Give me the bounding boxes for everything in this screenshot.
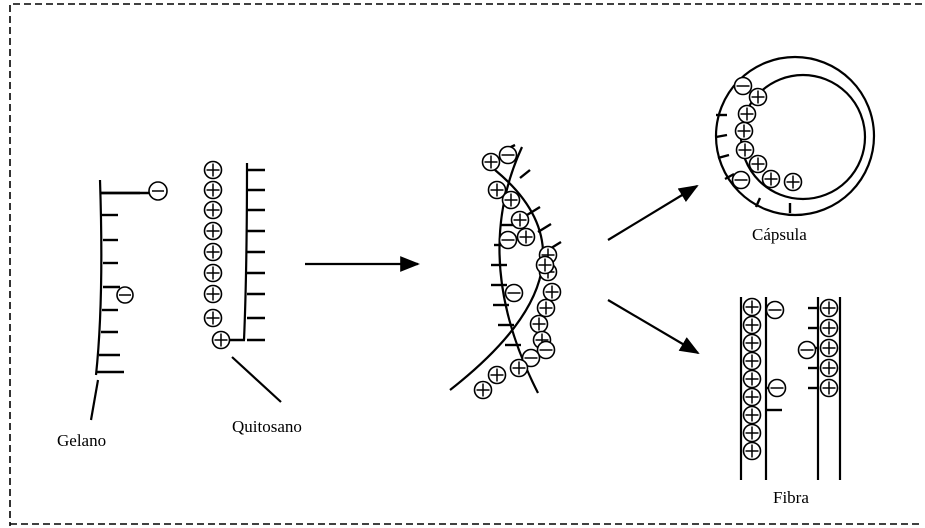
positive-charge xyxy=(821,360,838,377)
tick-mark xyxy=(716,135,727,137)
positive-charge xyxy=(483,154,500,171)
positive-charge xyxy=(503,192,520,209)
gelano-negative-charge xyxy=(117,287,133,303)
gelano-label: Gelano xyxy=(57,431,106,450)
positive-charge xyxy=(531,316,548,333)
positive-charge xyxy=(512,212,529,229)
positive-charge xyxy=(750,89,767,106)
arrow-to-capsula xyxy=(608,186,697,240)
positive-charge xyxy=(475,382,492,399)
arrow-to-fibra xyxy=(608,300,698,353)
negative-charge xyxy=(767,302,784,319)
capsula-structure xyxy=(716,57,874,215)
positive-charge xyxy=(205,265,222,282)
positive-charge xyxy=(205,162,222,179)
positive-charge xyxy=(205,182,222,199)
positive-charge xyxy=(821,340,838,357)
capsula-label: Cápsula xyxy=(752,225,807,244)
positive-charge xyxy=(785,174,802,191)
positive-charge xyxy=(744,353,761,370)
tick-mark xyxy=(718,155,729,158)
quitosano-chain xyxy=(205,162,266,349)
positive-charge xyxy=(821,320,838,337)
positive-charge xyxy=(205,202,222,219)
positive-charge xyxy=(213,332,230,349)
fibra-label: Fibra xyxy=(773,488,809,507)
positive-charge xyxy=(736,123,753,140)
positive-charge xyxy=(489,367,506,384)
positive-charge xyxy=(750,156,767,173)
quitosano-label: Quitosano xyxy=(232,417,302,436)
positive-charge xyxy=(744,335,761,352)
positive-charge xyxy=(205,244,222,261)
positive-charge xyxy=(737,142,754,159)
gelano-negative-charge xyxy=(149,182,167,200)
positive-charge xyxy=(744,371,761,388)
positive-charge xyxy=(744,299,761,316)
positive-charge xyxy=(205,223,222,240)
positive-charge xyxy=(544,284,561,301)
positive-charge xyxy=(205,286,222,303)
positive-charge xyxy=(744,317,761,334)
dashed-frame xyxy=(10,4,922,526)
tick-mark xyxy=(538,224,551,232)
positive-charge xyxy=(744,425,761,442)
quitosano-leader-line xyxy=(232,357,281,402)
gelano-leader-line xyxy=(91,380,98,420)
negative-charge xyxy=(735,78,752,95)
positive-charge xyxy=(744,407,761,424)
negative-charge xyxy=(733,172,750,189)
negative-charge xyxy=(799,342,816,359)
positive-charge xyxy=(537,257,554,274)
positive-charge xyxy=(744,443,761,460)
gelano-chain xyxy=(96,180,150,375)
positive-charge xyxy=(518,229,535,246)
negative-charge xyxy=(500,147,517,164)
positive-charge xyxy=(205,310,222,327)
positive-charge xyxy=(744,389,761,406)
negative-charge xyxy=(500,232,517,249)
positive-charge xyxy=(821,380,838,397)
positive-charge xyxy=(821,300,838,317)
negative-charge xyxy=(506,285,523,302)
negative-charge xyxy=(769,380,786,397)
positive-charge xyxy=(511,360,528,377)
polyelectrolyte-complex xyxy=(450,145,561,399)
positive-charge xyxy=(763,171,780,188)
positive-charge xyxy=(739,106,756,123)
positive-charge xyxy=(538,300,555,317)
tick-mark xyxy=(520,170,530,178)
fibra-structure xyxy=(741,297,840,480)
